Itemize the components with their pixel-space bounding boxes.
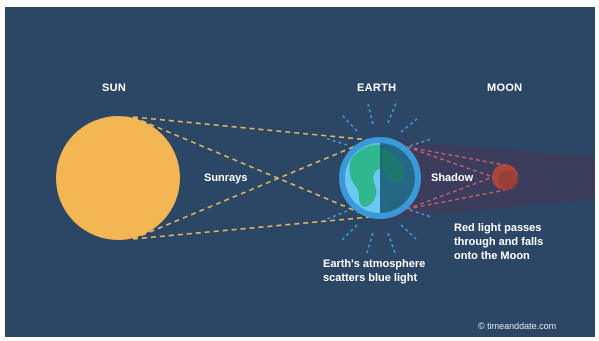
copyright-text: © timeanddate.com (478, 321, 557, 331)
sun (56, 116, 180, 240)
diagram-canvas (56, 102, 595, 254)
sunray-bottom-cross (132, 139, 371, 240)
atmosphere-label-line1: Earth's atmosphere (323, 258, 426, 270)
sunray-bottom-straight (132, 216, 371, 240)
sunrays-label: Sunrays (204, 172, 248, 184)
sun-label: SUN (102, 82, 127, 94)
moon-label: MOON (487, 82, 523, 94)
moon-shade (498, 170, 518, 190)
earth-land-night (381, 149, 404, 184)
atmosphere-scatter-rays (324, 102, 432, 254)
red-light-rays (406, 146, 506, 210)
earth-label: EARTH (357, 82, 397, 94)
eclipse-diagram: SUN EARTH MOON Sunrays Shadow Earth's at… (5, 7, 595, 337)
sunray-top-straight (132, 116, 371, 141)
shadow-label: Shadow (431, 172, 474, 184)
red-light-label-line2: through and falls (454, 236, 544, 248)
atmosphere-label-line2: scatters blue light (323, 272, 418, 284)
sunrays (132, 116, 371, 240)
sunray-top-cross (132, 116, 371, 218)
red-light-label-line1: Red light passes (454, 222, 542, 234)
red-light-label-line3: onto the Moon (454, 250, 530, 262)
earth (339, 137, 421, 219)
